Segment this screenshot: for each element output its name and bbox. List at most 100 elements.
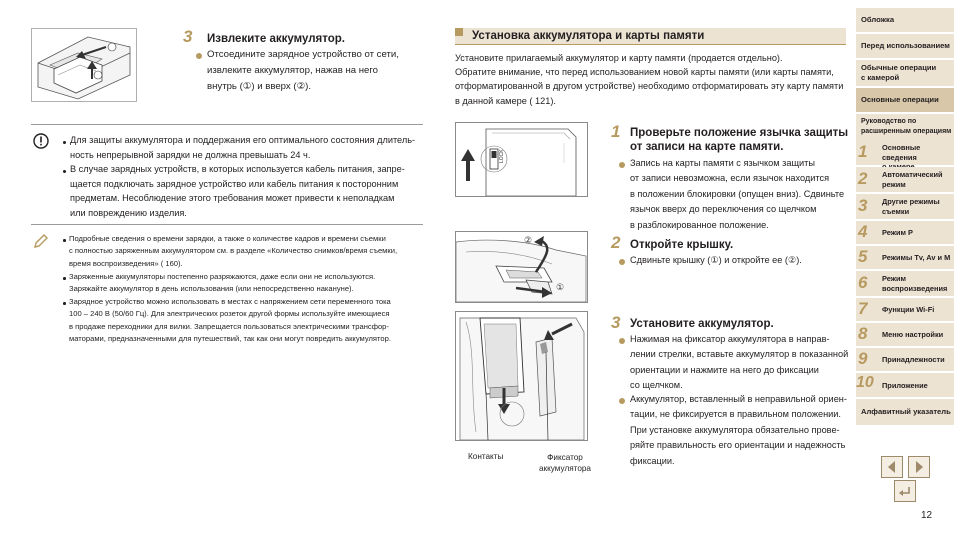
text-line: режим	[882, 179, 906, 189]
text-line: в разблокированное положение.	[630, 219, 769, 230]
next-page-button[interactable]	[908, 456, 930, 478]
section-header-bar	[455, 28, 846, 44]
text-line: Основные сведения	[882, 143, 921, 162]
text-line: в положении блокировки (опущен вниз). Сд…	[630, 188, 845, 199]
sidebar-item-common-ops[interactable]: Обычные операции с камерой	[856, 60, 954, 86]
chapter-label: Меню настройки	[882, 330, 944, 339]
note-text-2: Заряженные аккумуляторы постепенно разря…	[69, 271, 375, 296]
battery-insert-figure	[455, 311, 588, 441]
divider	[31, 224, 423, 225]
sidebar-item-label: Перед использованием	[861, 41, 950, 50]
circle-1-label: ①	[556, 283, 564, 293]
chapter-label: Режим P	[882, 228, 913, 237]
circle-2-label: ②	[524, 236, 532, 246]
sidebar-item-index[interactable]: Алфавитный указатель	[856, 399, 954, 425]
text-line: Подробные сведения о времени зарядки, а …	[69, 234, 386, 243]
top-step-number: 3	[183, 27, 193, 46]
back-button[interactable]	[894, 480, 916, 502]
bullet-icon	[619, 259, 625, 265]
bullet-icon	[63, 141, 66, 144]
text-line: предметам. Несоблюдение этого требования…	[70, 193, 395, 204]
sidebar-item-label: Руководство по	[861, 118, 917, 125]
sidebar-item-advanced-guide[interactable]: Руководство по расширенным операциям	[856, 114, 954, 140]
sidebar-chapter-8[interactable]	[856, 323, 954, 346]
step-2-number: 2	[611, 233, 621, 252]
sidebar-chapter-6[interactable]	[856, 271, 954, 296]
sidebar-chapter-3[interactable]	[856, 194, 954, 219]
prev-page-button[interactable]	[881, 456, 903, 478]
sidebar-item-before-use[interactable]: Перед использованием	[856, 34, 954, 58]
bullet-icon	[619, 338, 625, 344]
text-line: с полностью заряженным аккумулятором см.…	[69, 246, 398, 256]
text-line: Для защиты аккумулятора и поддержания ег…	[70, 135, 416, 145]
step-3-text-1: Нажимая на фиксатор аккумулятора в напра…	[630, 332, 848, 394]
sidebar-chapter-5[interactable]	[856, 246, 954, 269]
text-line: отформатированной в другом устройстве) н…	[455, 81, 844, 92]
text-line: Нажимая на фиксатор аккумулятора в напра…	[630, 334, 830, 344]
text-line: тации, не фиксируется в правильном полож…	[630, 409, 841, 420]
memory-card-figure: LOCK	[455, 122, 588, 197]
chapter-number: 2	[858, 169, 868, 188]
text-line: Проверьте положение язычка защиты	[630, 127, 849, 139]
text-line: Обратите внимание, что перед использован…	[455, 67, 834, 78]
text-line: ряйте правильность его ориентации и наде…	[630, 440, 846, 451]
contacts-label: Контакты	[468, 452, 504, 461]
arrow-right-icon	[916, 461, 923, 473]
section-title: Установка аккумулятора и карты памяти	[472, 30, 705, 42]
chapter-number: 7	[858, 299, 868, 318]
text-line: Режим	[882, 274, 907, 283]
sidebar-item-label: расширенным операциям	[861, 128, 952, 135]
sidebar-chapter-4[interactable]	[856, 221, 954, 244]
sidebar-chapter-10[interactable]	[856, 373, 954, 397]
sidebar-chapter-1[interactable]	[856, 140, 954, 165]
section-intro: Установите прилагаемый аккумулятор и кар…	[455, 51, 843, 108]
text-line: о камере	[882, 162, 954, 172]
note-text-3: Зарядное устройство можно использовать в…	[69, 296, 391, 346]
text-line: внутрь (①) и вверх (②).	[207, 80, 312, 92]
text-line: Фиксатор	[547, 453, 583, 462]
text-line: извлеките аккумулятор, нажав на него	[207, 64, 379, 76]
text-line: щается подключать зарядное устройство ил…	[70, 178, 399, 189]
bullet-icon	[63, 302, 66, 305]
sidebar-chapter-7[interactable]	[856, 298, 954, 321]
sidebar-item-basic-ops[interactable]: Основные операции	[856, 88, 954, 112]
sidebar-item-label: Обложка	[861, 15, 895, 24]
chapter-label: Режимы Tv, Av и M	[882, 253, 951, 262]
text-line: язычок вверх до переключения со щелчком	[630, 204, 817, 215]
text-line: В случае зарядных устройств, в которых и…	[70, 164, 405, 174]
chapter-number: 1	[858, 142, 868, 161]
step-2-text: Сдвиньте крышку (①) и откройте ее (②).	[630, 255, 802, 265]
chapter-number: 8	[858, 324, 868, 343]
pencil-icon	[32, 232, 50, 255]
text-line: Заряженные аккумуляторы постепенно разря…	[69, 272, 376, 281]
chapter-number: 5	[858, 247, 868, 266]
chapter-label: Приложение	[882, 381, 928, 390]
sidebar-item-label: с камерой	[861, 73, 900, 82]
text-line: 100 – 240 В (50/60 Гц). Для электрически…	[69, 309, 390, 319]
sidebar-chapter-2[interactable]	[856, 167, 954, 192]
divider	[455, 44, 846, 45]
step-3-number: 3	[611, 313, 621, 332]
sidebar-chapter-9[interactable]	[856, 348, 954, 371]
bullet-icon	[63, 170, 66, 173]
bullet-icon	[619, 162, 625, 168]
sidebar-item-label: Основные операции	[861, 95, 939, 104]
charger-figure	[31, 28, 137, 102]
step-3-title: Установите аккумулятор.	[630, 318, 774, 330]
text-line: Отсоедините зарядное устройство от сети,	[207, 49, 399, 60]
page-number: 12	[921, 510, 933, 521]
sidebar-item-cover[interactable]: Обложка	[856, 8, 954, 32]
chapter-label: Принадлежности	[882, 355, 945, 364]
top-step-text: Отсоедините зарядное устройство от сети,…	[207, 47, 399, 94]
caution-text-1: Для защиты аккумулятора и поддержания ег…	[70, 133, 415, 162]
step-1-number: 1	[611, 122, 621, 141]
text-line: воспроизведения	[882, 283, 948, 293]
bullet-icon	[619, 398, 625, 404]
text-line: Заряжайте аккумулятор в день использован…	[69, 284, 354, 294]
caution-text-2: В случае зарядных устройств, в которых и…	[70, 162, 405, 220]
text-line: маторами, предназначенными для путешеств…	[69, 334, 391, 344]
text-line: лении стрелки, вставьте аккумулятор в по…	[630, 349, 849, 360]
